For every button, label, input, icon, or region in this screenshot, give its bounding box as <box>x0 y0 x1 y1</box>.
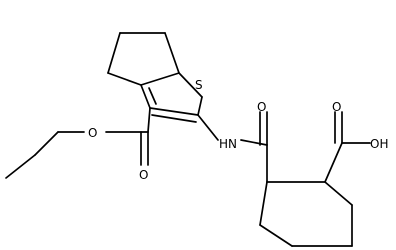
bond <box>178 72 203 98</box>
bond <box>107 72 142 86</box>
bond <box>240 139 268 146</box>
cyclopentane-ring <box>107 32 180 86</box>
amide-oxygen-label: O <box>257 100 266 114</box>
bond <box>197 114 219 141</box>
bond <box>324 142 343 183</box>
bond <box>197 96 203 116</box>
bond <box>151 114 197 123</box>
amide-linker <box>197 111 268 146</box>
bond <box>324 181 353 206</box>
ester-group <box>5 107 151 179</box>
bond <box>259 224 293 247</box>
acid-oxygen-label: O <box>332 100 341 114</box>
thiophene-ring <box>140 72 203 123</box>
bond <box>5 154 36 179</box>
bond <box>140 72 180 86</box>
ester-oxygen-double-label: O <box>139 168 148 182</box>
bond <box>259 181 268 226</box>
acid-oh-label: OH <box>370 137 388 151</box>
bond <box>148 87 157 105</box>
bond <box>34 131 59 156</box>
carboxylic-acid-group <box>324 111 371 183</box>
ester-oxygen-single-label: O <box>88 126 97 140</box>
cyclohexane-ring <box>259 144 353 247</box>
bond <box>164 32 180 74</box>
bond <box>107 32 121 74</box>
bond <box>147 107 151 133</box>
sulfur-label: S <box>195 78 203 92</box>
bond <box>140 84 151 109</box>
bond <box>149 107 199 116</box>
amide-nh-label: HN <box>219 137 237 151</box>
